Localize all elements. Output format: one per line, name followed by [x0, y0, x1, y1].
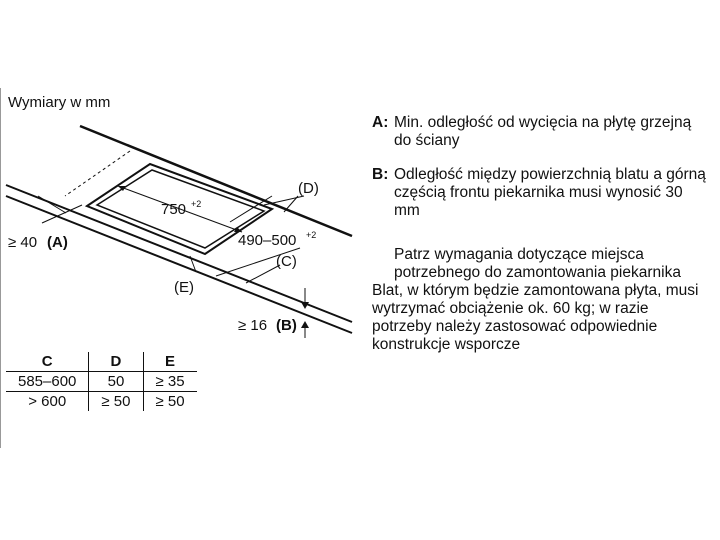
header-c: C: [41, 353, 53, 370]
cutout-outline: [84, 162, 275, 256]
note-b: B: Odległość między powierzchnią blatu a…: [372, 166, 712, 220]
b-arrowhead-top: [301, 302, 309, 309]
table-header-row: C D E: [6, 352, 197, 372]
label-a: (A): [47, 234, 68, 251]
cell-e: ≥ 50: [142, 391, 197, 411]
table-row: 585–600 50 ≥ 35: [6, 371, 197, 392]
width-arrow-left: [118, 186, 126, 191]
depth-dimension-line: [229, 195, 273, 223]
depth-tolerance: +2: [306, 230, 316, 240]
label-a-value: ≥ 40: [8, 234, 37, 251]
dimensions-table: C D E 585–600 50 ≥ 35 > 600 ≥ 50 ≥ 50: [6, 352, 197, 411]
note-b-key: B:: [372, 166, 389, 183]
cutout-diagram: 750 +2 490–500 +2 (D) ≥ 40 (A) (C) (E) ≥…: [5, 124, 353, 338]
header-e: E: [142, 352, 197, 372]
left-border-line: [0, 88, 1, 448]
label-c: (C): [276, 253, 297, 270]
width-dimension-label: 750: [161, 201, 186, 218]
cell-d: 50: [88, 371, 143, 392]
table-row: > 600 ≥ 50 ≥ 50: [6, 391, 197, 411]
note-oven: Patrz wymagania dotyczące miejsca potrze…: [394, 246, 681, 281]
cell-d: ≥ 50: [88, 391, 143, 411]
label-b-value: ≥ 16: [238, 317, 267, 334]
front-edge-top-line: [5, 184, 353, 323]
notes-panel: A: Min. odległość od wycięcia na płytę g…: [372, 114, 712, 354]
c-leader-line: [245, 264, 281, 284]
a-leader-line: [41, 204, 83, 224]
e-leader-line: [189, 255, 197, 273]
cutout-inner-outline: [95, 169, 266, 249]
header-d: D: [88, 352, 143, 372]
note-load: Blat, w którym będzie zamontowana płyta,…: [372, 282, 699, 353]
units-label: Wymiary w mm: [8, 94, 111, 111]
label-d: (D): [298, 180, 319, 197]
note-b-text: Odległość między powierzchnią blatu a gó…: [394, 166, 706, 219]
label-b: (B): [276, 317, 297, 334]
depth-dimension-label: 490–500: [238, 232, 296, 249]
d-leader-line: [283, 195, 299, 213]
wall-edge-line: [79, 124, 353, 238]
width-dimension-line: [117, 185, 243, 233]
cell-e: ≥ 35: [142, 371, 197, 392]
a-dimension-line: [37, 195, 67, 214]
label-e: (E): [174, 279, 194, 296]
note-a: A: Min. odległość od wycięcia na płytę g…: [372, 114, 712, 150]
note-a-key: A:: [372, 114, 389, 131]
note-a-text: Min. odległość od wycięcia na płytę grze…: [394, 114, 692, 149]
front-edge-bottom-line: [5, 195, 353, 334]
cell-c: > 600: [28, 393, 67, 410]
cell-c: 585–600: [18, 373, 77, 390]
width-arrow-right: [234, 227, 242, 232]
b-arrowhead-bottom: [301, 321, 309, 328]
wall-dashed-line: [64, 150, 131, 197]
width-tolerance: +2: [191, 199, 201, 209]
c-dimension-line: [215, 247, 301, 277]
